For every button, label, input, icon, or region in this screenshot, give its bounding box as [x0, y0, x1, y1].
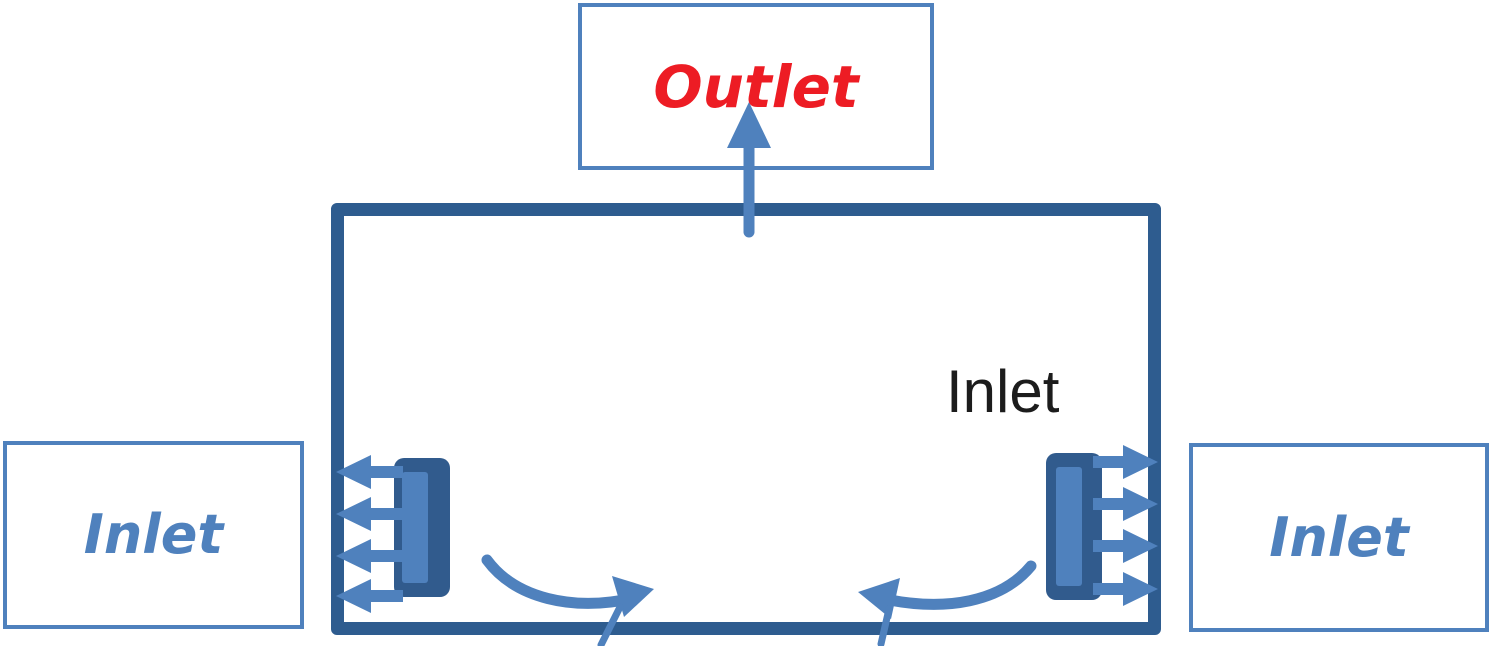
left-diffuser — [394, 458, 450, 597]
room-inlet-label: Inlet — [946, 358, 1060, 425]
right-diffuser — [1046, 453, 1102, 600]
room-outline — [331, 203, 1161, 635]
left-inlet-label: Inlet — [83, 503, 224, 566]
left-diffuser-slot — [402, 472, 428, 583]
outlet-label: Outlet — [653, 52, 859, 121]
left-inlet-box: Inlet — [3, 441, 304, 629]
right-inlet-label: Inlet — [1269, 505, 1409, 569]
right-inlet-box: Inlet — [1189, 443, 1489, 632]
outlet-box: Outlet — [578, 3, 934, 170]
right-diffuser-slot — [1056, 467, 1082, 586]
